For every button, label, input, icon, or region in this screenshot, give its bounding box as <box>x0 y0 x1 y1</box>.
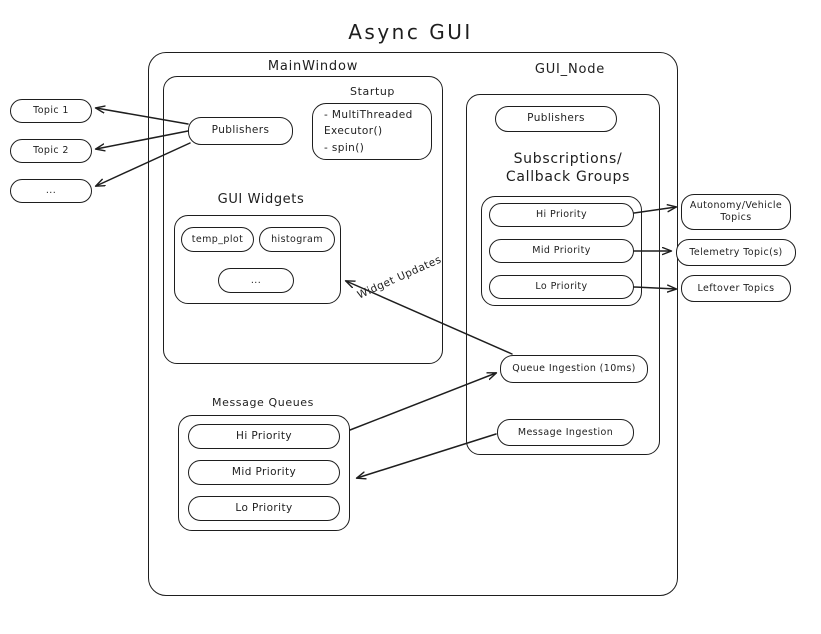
topic-more-box[interactable] <box>10 179 92 203</box>
gui-widget-more-box[interactable] <box>218 268 294 293</box>
gui-widget-more-label: ... <box>250 274 262 286</box>
main-window-publishers-box[interactable] <box>188 117 293 145</box>
subscription-mid-box[interactable] <box>489 239 634 263</box>
message-ingestion-box[interactable] <box>497 419 634 446</box>
telemetry-topics-label: Telemetry Topic(s) <box>689 246 783 258</box>
main-window-panel <box>163 76 443 364</box>
topic-2-label: Topic 2 <box>33 145 69 157</box>
gui-widget-histogram-box[interactable] <box>259 227 335 252</box>
subscription-lo-label: Lo Priority <box>535 281 588 293</box>
topic-more-label: ... <box>45 185 57 197</box>
message-queue-mid-box[interactable] <box>188 460 340 485</box>
gui-widget-temp-plot-box[interactable] <box>181 227 254 252</box>
gui-widgets-panel <box>174 215 341 304</box>
topic-2-box[interactable] <box>10 139 92 163</box>
startup-title: Startup <box>349 85 396 98</box>
main-window-title: MainWindow <box>267 59 359 74</box>
subscription-lo-box[interactable] <box>489 275 634 299</box>
topic-1-label: Topic 1 <box>33 105 69 117</box>
message-queue-lo-label: Lo Priority <box>235 501 293 514</box>
gui-widget-temp-plot-label: temp_plot <box>191 233 244 245</box>
page-title: Async GUI <box>348 20 473 44</box>
autonomy-vehicle-topics-box[interactable] <box>681 194 791 230</box>
subscription-mid-label: Mid Priority <box>532 245 591 257</box>
queue-ingestion-box[interactable] <box>500 355 648 383</box>
gui-node-title: GUI_Node <box>534 62 606 77</box>
message-queue-hi-box[interactable] <box>188 424 340 449</box>
subscriptions-title: Subscriptions/ Callback Groups <box>505 151 631 185</box>
autonomy-vehicle-topics-label: Autonomy/Vehicle Topics <box>689 200 783 223</box>
subscription-hi-label: Hi Priority <box>535 209 587 221</box>
main-window-publishers-label: Publishers <box>211 124 270 137</box>
message-ingestion-label: Message Ingestion <box>517 426 614 438</box>
leftover-topics-label: Leftover Topics <box>697 282 775 294</box>
leftover-topics-box[interactable] <box>681 275 791 302</box>
telemetry-topics-box[interactable] <box>676 239 796 266</box>
message-queue-lo-box[interactable] <box>188 496 340 521</box>
gui-widget-histogram-label: histogram <box>271 233 323 245</box>
message-queues-panel <box>178 415 350 531</box>
startup-box <box>312 103 432 160</box>
outer-container <box>148 52 678 596</box>
startup-lines: - MultiThreaded Executor() - spin() <box>324 109 413 154</box>
message-queue-mid-label: Mid Priority <box>231 465 297 478</box>
subscription-hi-box[interactable] <box>489 203 634 227</box>
gui-node-publishers-label: Publishers <box>527 112 585 125</box>
gui-node-publishers-box[interactable] <box>495 106 617 132</box>
gui-node-panel <box>466 94 660 455</box>
message-queue-hi-label: Hi Priority <box>236 429 292 442</box>
queue-ingestion-label: Queue Ingestion (10ms) <box>512 363 636 375</box>
message-queues-title: Message Queues <box>212 396 314 409</box>
topic-1-box[interactable] <box>10 99 92 123</box>
gui-widgets-title: GUI Widgets <box>217 192 305 207</box>
